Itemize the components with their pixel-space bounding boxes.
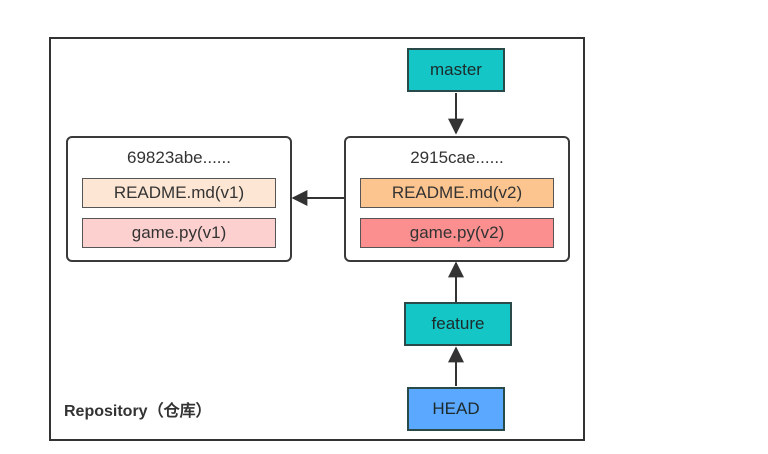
branch-feature: feature <box>404 302 512 346</box>
file-readme: README.md(v1) <box>82 178 276 208</box>
commit-hash: 69823abe...... <box>127 148 231 167</box>
file-game: game.py(v1) <box>82 218 276 248</box>
branch-master: master <box>407 48 505 92</box>
commit-hash: 2915cae...... <box>410 148 504 167</box>
commit-box-new: 2915cae...... README.md(v2) game.py(v2) <box>344 136 570 262</box>
commit-box-old: 69823abe...... README.md(v1) game.py(v1) <box>66 136 292 262</box>
head-pointer: HEAD <box>407 387 505 431</box>
file-game: game.py(v2) <box>360 218 554 248</box>
repository-label: Repository（仓库） <box>64 403 212 420</box>
file-readme: README.md(v2) <box>360 178 554 208</box>
